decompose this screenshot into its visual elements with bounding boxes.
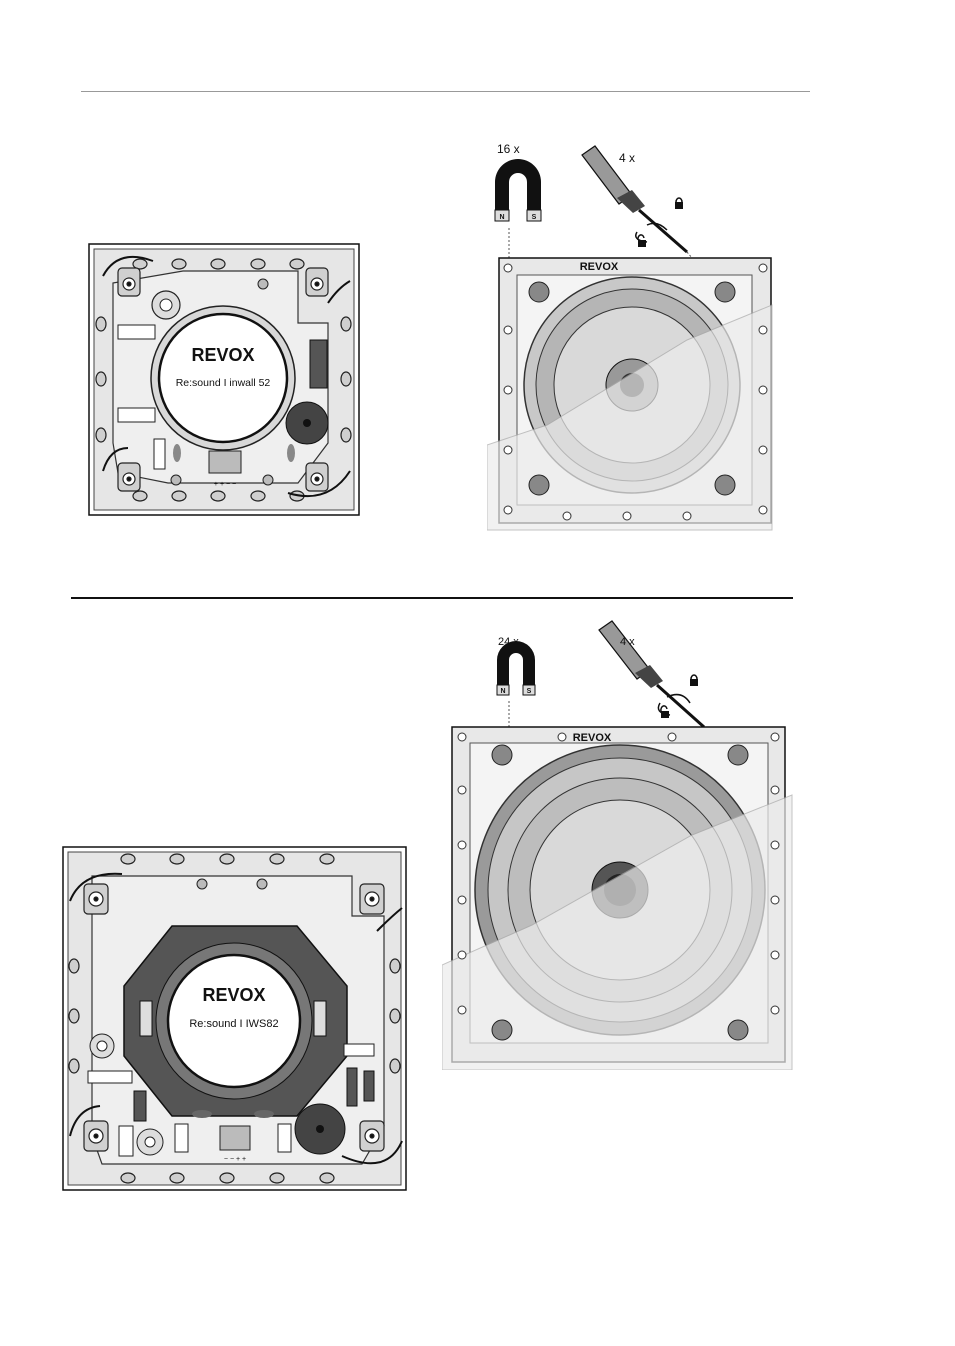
terminal-marks: + + − − bbox=[214, 481, 236, 488]
screw-count-label: 4 x bbox=[620, 636, 635, 648]
magnet-count-label: 16 x bbox=[497, 142, 520, 156]
front-model-label: Re:sound I IWS82 bbox=[189, 1018, 278, 1030]
lock-icon bbox=[690, 674, 698, 686]
lock-icon bbox=[675, 197, 683, 209]
grille-brand-logo: REVOX bbox=[573, 732, 612, 744]
magnet-icon: N S bbox=[496, 641, 536, 733]
screw-count-label: 4 x bbox=[619, 151, 635, 165]
header-rule bbox=[81, 91, 810, 92]
inwall-52-panel-figure: REVOX Re:sound I inwall 52 + + − − bbox=[88, 243, 360, 516]
magnet-icon: N S bbox=[494, 159, 542, 260]
front-brand-logo: REVOX bbox=[202, 985, 265, 1005]
terminal-marks: − − + + bbox=[224, 1156, 246, 1163]
iws82-panel-figure: REVOX Re:sound I IWS82 − − + + bbox=[62, 846, 407, 1191]
magnet-pole-s: S bbox=[527, 688, 532, 695]
screwdriver-icon bbox=[581, 145, 703, 271]
magnet-pole-n: N bbox=[499, 214, 504, 221]
magnet-pole-s: S bbox=[532, 214, 537, 221]
inwall-52-grille-figure: N S 16 x 4 x REVOX bbox=[487, 142, 773, 531]
front-brand-logo: REVOX bbox=[191, 345, 254, 365]
grille-brand-logo: REVOX bbox=[580, 261, 619, 273]
magnet-count-label: 24 x bbox=[498, 636, 519, 648]
magnet-pole-n: N bbox=[500, 688, 505, 695]
screwdriver-icon bbox=[598, 620, 738, 751]
iws82-grille-figure: N S 24 x 4 x REVOX bbox=[442, 620, 793, 1070]
unlock-icon bbox=[660, 705, 669, 718]
section-divider bbox=[71, 597, 793, 599]
front-model-label: Re:sound I inwall 52 bbox=[176, 377, 271, 389]
